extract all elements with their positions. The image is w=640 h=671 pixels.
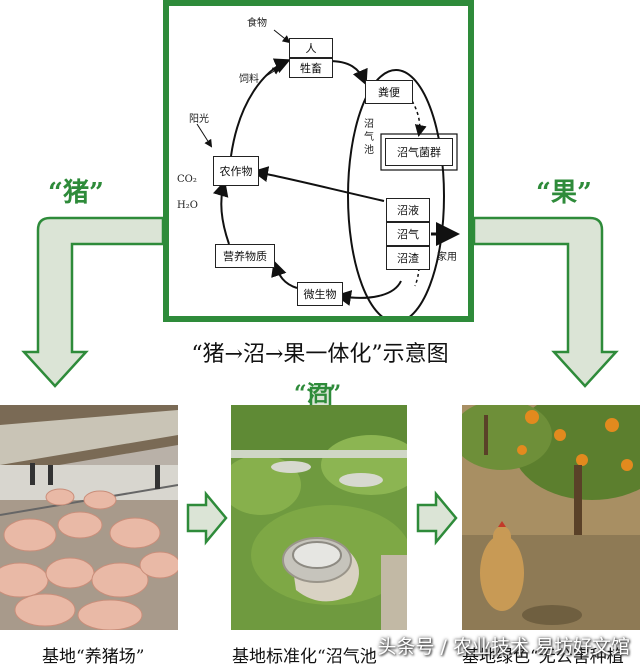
- arrow-nutrient-to-crop: [212, 180, 230, 245]
- label-fruit: “果”: [536, 178, 592, 208]
- label-pig: “猪”: [48, 178, 104, 208]
- caption-pig-farm: 基地“养猪场”: [42, 647, 145, 667]
- node-manure: 粪便: [365, 80, 413, 104]
- arrow-microbe-to-nutrient: [271, 260, 298, 289]
- label-household: 家用: [437, 252, 457, 263]
- caption-biogas-pool: 基地标准化“沼气池: [232, 647, 377, 667]
- node-microbes: 微生物: [297, 282, 343, 306]
- arrow-right-down: [472, 216, 619, 388]
- arrow-livestock-to-manure: [328, 60, 368, 86]
- node-nutrients: 营养物质: [215, 244, 275, 268]
- food-pointer: [273, 29, 291, 44]
- node-biogas-slurry: 沼液: [386, 198, 430, 222]
- bacteria-frame: [380, 133, 458, 171]
- orchard-photo: [462, 405, 640, 630]
- node-biogas-residue: 沼渣: [386, 246, 430, 270]
- arrow-residue-to-microbe: [335, 280, 402, 306]
- diagram-caption: “猪→沼→果一体化”示意图: [191, 342, 449, 367]
- arrow-slurry-to-crop: [252, 166, 385, 202]
- arrow-manure-to-bacteria: [408, 95, 427, 137]
- sunlight-pointer: [196, 123, 213, 148]
- label-biogas-pool: 沼气池: [364, 119, 374, 156]
- cycle-diagram: 人 牲畜 粪便 沼气菌群 农作物 沼液 沼气 沼渣 营养物质 微生物 食物 饲料…: [163, 0, 474, 322]
- label-h2o: H₂O: [177, 200, 198, 211]
- label-feed: 饲料: [239, 74, 259, 85]
- caption-orchard: 基地绿色“无公害种植: [462, 647, 624, 667]
- arrow-biogas-to-fruit: [416, 490, 458, 546]
- label-sunlight: 阳光: [189, 114, 209, 125]
- node-crop: 农作物: [213, 156, 259, 186]
- node-biogas-bacteria: 沼气菌群: [385, 138, 453, 166]
- label-biogas: “沼”: [294, 381, 342, 407]
- arrow-crop-to-livestock: [230, 58, 291, 157]
- label-food: 食物: [247, 18, 267, 29]
- node-livestock: 牲畜: [289, 58, 333, 78]
- biogas-pool-photo: [231, 405, 407, 630]
- label-co2: CO₂: [177, 174, 197, 185]
- biogas-pool-oval: [347, 69, 445, 316]
- node-human: 人: [289, 38, 333, 58]
- node-biogas: 沼气: [386, 222, 430, 246]
- arrow-left-down: [21, 216, 165, 388]
- pig-farm-photo: [0, 405, 178, 630]
- feed-pointer: [262, 66, 281, 79]
- arrow-pig-to-biogas: [186, 490, 228, 546]
- watermark: 头条号 / 农业技术 易坊好文馆: [377, 636, 630, 658]
